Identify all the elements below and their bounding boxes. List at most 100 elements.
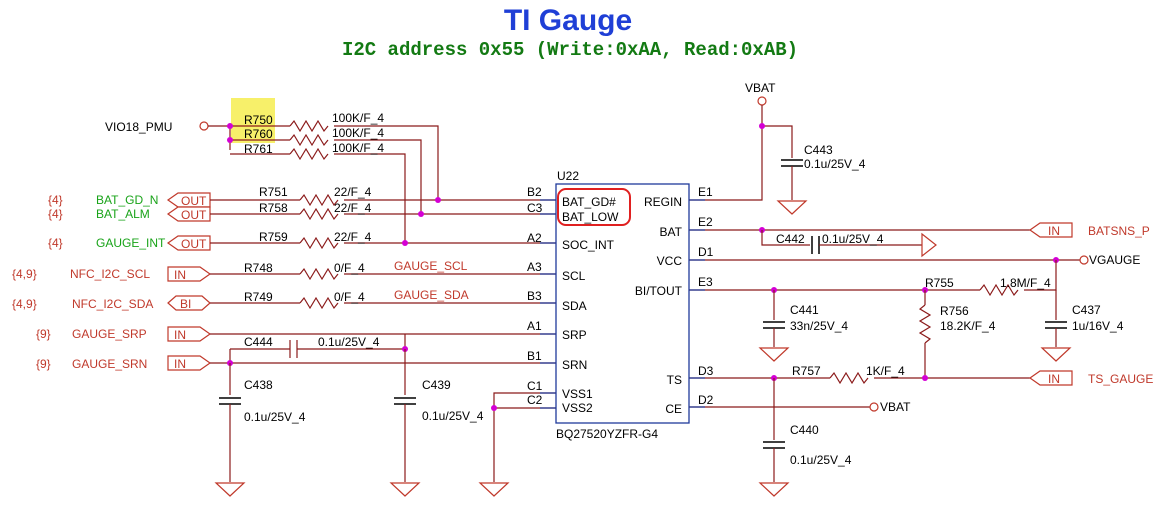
ic-part: BQ27520YZFR-G4 <box>556 427 658 441</box>
r756-ref: R756 <box>940 304 969 318</box>
port-in-arrow-icon <box>1028 222 1073 238</box>
vbat-ce-connector-icon <box>869 402 879 412</box>
pin-name-b1: SRN <box>562 358 587 372</box>
r750-value: 100K/F_4 <box>332 111 384 125</box>
r751-value: 22/F_4 <box>334 185 372 199</box>
c441-capacitor-icon <box>763 321 785 329</box>
r761-resistor-icon <box>289 147 329 161</box>
c437-capacitor-icon <box>1045 321 1067 329</box>
net-gauge-scl: GAUGE_SCL <box>394 259 468 273</box>
c441-ref: C441 <box>790 303 819 317</box>
page-subtitle: I2C address 0x55 (Write:0xAA, Read:0xAB) <box>342 39 798 61</box>
c439-ref: C439 <box>422 378 451 392</box>
junction-dot <box>759 123 765 129</box>
port-dir-bat-alm: OUT <box>181 208 207 222</box>
r750-lead-r <box>334 125 439 200</box>
r761-ref: R761 <box>244 142 273 156</box>
batsns-label: BATSNS_P <box>1088 224 1150 238</box>
port-ref-scl: {4,9} <box>12 267 37 281</box>
junction-dot <box>227 123 233 129</box>
c438-ref: C438 <box>244 378 273 392</box>
r755-value: 1.8M/F_4 <box>1000 276 1051 290</box>
port-dir-batsns: IN <box>1048 224 1060 238</box>
pin-num-b1: B1 <box>527 349 542 363</box>
vio-wire <box>208 125 231 150</box>
vss1-wire <box>493 392 556 482</box>
r761-value: 100K/F_4 <box>332 141 384 155</box>
port-dir-ts: IN <box>1048 372 1060 386</box>
pin-name-c2: VSS2 <box>562 401 593 415</box>
r748-ref: R748 <box>244 261 273 275</box>
c443-value: 0.1u/25V_4 <box>804 157 866 171</box>
pin-num-c2: C2 <box>527 393 543 407</box>
r757-value: 1K/F_4 <box>866 364 905 378</box>
ts-gauge-label: TS_GAUGE <box>1088 372 1153 386</box>
r751-resistor-icon <box>299 193 339 207</box>
junction-dot <box>418 211 424 217</box>
c439-value: 0.1u/25V_4 <box>422 409 484 423</box>
c441-value: 33n/25V_4 <box>790 319 848 333</box>
pin-name-d2: CE <box>665 402 682 416</box>
pin-num-e3: E3 <box>698 275 713 289</box>
port-in-arrow-icon <box>167 355 212 371</box>
r749-ref: R749 <box>244 290 273 304</box>
c437-ref: C437 <box>1072 303 1101 317</box>
c437-value: 1u/16V_4 <box>1072 319 1124 333</box>
port-net-srn: GAUGE_SRN <box>72 357 147 371</box>
port-net-bat-gd-n: BAT_GD_N <box>96 193 158 207</box>
pin-name-c3: BAT_LOW <box>562 210 619 224</box>
port-ref-srn: {9} <box>36 357 51 371</box>
c442-ref: C442 <box>776 232 805 246</box>
r760-resistor-icon <box>289 133 329 147</box>
ic-left-pin-stubs <box>540 199 556 409</box>
r749-resistor-icon <box>299 296 339 310</box>
vio-net-label: VIO18_PMU <box>105 120 172 134</box>
c443-ref: C443 <box>804 143 833 157</box>
pin-name-a1: SRP <box>562 328 587 342</box>
net-gauge-sda: GAUGE_SDA <box>394 288 469 302</box>
port-ref-sda: {4,9} <box>12 297 37 311</box>
c444-capacitor-icon <box>289 340 298 358</box>
pin-name-e3: BI/TOUT <box>635 284 683 298</box>
port-net-bat-alm: BAT_ALM <box>96 207 150 221</box>
pin-name-b2: BAT_GD# <box>562 195 616 209</box>
r759-value: 22/F_4 <box>334 230 372 244</box>
junction-dot <box>227 137 233 143</box>
port-in-arrow-icon <box>1028 370 1073 386</box>
page-title: TI Gauge <box>504 4 632 37</box>
c442-lead-l <box>761 230 810 246</box>
pin-num-a3: A3 <box>527 260 542 274</box>
vgauge-connector-icon <box>1079 255 1089 265</box>
pin-num-e2: E2 <box>698 215 713 229</box>
r758-value: 22/F_4 <box>334 201 372 215</box>
r757-resistor-icon <box>829 371 869 385</box>
r758-ref: R758 <box>259 201 288 215</box>
r758-resistor-icon <box>299 207 339 221</box>
pin-num-c1: C1 <box>527 379 543 393</box>
r759-resistor-icon <box>299 236 339 250</box>
r760-lead-r <box>334 139 422 214</box>
r757-ref: R757 <box>792 364 821 378</box>
c439-capacitor-icon <box>394 397 416 405</box>
regin-wire <box>689 105 763 201</box>
port-in-arrow-icon <box>167 326 212 342</box>
ground-icon <box>1040 347 1072 362</box>
port-ref-srp: {9} <box>36 327 51 341</box>
pin-num-d3: D3 <box>698 364 714 378</box>
port-dir-gauge-int: OUT <box>181 237 207 251</box>
c444-value: 0.1u/25V_4 <box>318 335 380 349</box>
callout-bat-pins <box>557 188 631 226</box>
pin-name-e2: BAT <box>660 225 683 239</box>
r748-value: 0/F_4 <box>334 261 365 275</box>
pin-name-d1: VCC <box>657 254 683 268</box>
pin-num-a1: A1 <box>527 319 542 333</box>
c442-value: 0.1u/25V_4 <box>822 232 884 246</box>
port-net-gauge-int: GAUGE_INT <box>96 236 166 250</box>
ground-icon <box>389 482 421 497</box>
pin-num-b3: B3 <box>527 289 542 303</box>
pin-name-b3: SDA <box>562 299 587 313</box>
port-ref-bat-gd-n: {4} <box>48 193 63 207</box>
junction-dot <box>435 197 441 203</box>
port-in-arrow-icon <box>167 266 212 282</box>
ground-icon <box>214 482 246 497</box>
